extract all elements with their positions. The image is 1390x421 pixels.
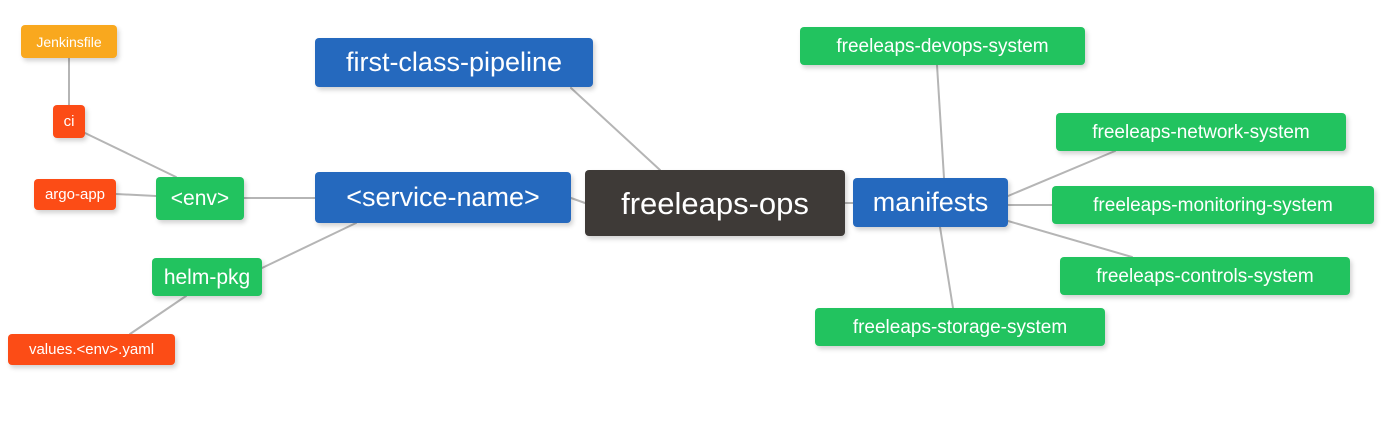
node-values[interactable]: values.<env>.yaml — [8, 334, 175, 365]
node-env-label: <env> — [170, 187, 230, 210]
node-devops-label: freeleaps-devops-system — [836, 35, 1049, 57]
node-root[interactable]: freeleaps-ops — [585, 170, 845, 236]
node-network-label: freeleaps-network-system — [1092, 121, 1310, 143]
node-env[interactable]: <env> — [156, 177, 244, 220]
node-jenkinsfile-label: Jenkinsfile — [36, 33, 102, 50]
edge-env-to-argo — [115, 193, 157, 197]
node-monitoring-label: freeleaps-monitoring-system — [1093, 194, 1333, 216]
edge-manifests-to-devops — [936, 64, 945, 179]
edge-root-to-service — [570, 197, 586, 204]
edge-manifests-to-storage — [939, 226, 954, 309]
edge-manifests-to-controls — [1007, 220, 1133, 258]
node-helm[interactable]: helm-pkg — [152, 258, 262, 296]
node-service-label: <service-name> — [346, 182, 540, 212]
node-helm-label: helm-pkg — [163, 265, 251, 289]
node-storage-label: freeleaps-storage-system — [852, 316, 1068, 338]
node-storage[interactable]: freeleaps-storage-system — [815, 308, 1105, 346]
edge-service-to-helm — [261, 222, 357, 269]
node-values-label: values.<env>.yaml — [28, 341, 155, 358]
node-devops[interactable]: freeleaps-devops-system — [800, 27, 1085, 65]
node-root-label: freeleaps-ops — [621, 185, 809, 221]
node-monitoring[interactable]: freeleaps-monitoring-system — [1052, 186, 1374, 224]
node-controls[interactable]: freeleaps-controls-system — [1060, 257, 1350, 295]
node-manifests[interactable]: manifests — [853, 178, 1008, 227]
node-controls-label: freeleaps-controls-system — [1096, 265, 1314, 287]
node-argo[interactable]: argo-app — [34, 179, 116, 210]
node-manifests-label: manifests — [872, 187, 989, 217]
node-jenkinsfile[interactable]: Jenkinsfile — [21, 25, 117, 58]
node-ci-label: ci — [63, 113, 75, 130]
node-argo-label: argo-app — [44, 186, 106, 203]
edge-root-to-pipeline — [570, 87, 661, 171]
node-pipeline-label: first-class-pipeline — [345, 47, 563, 77]
node-ci[interactable]: ci — [53, 105, 85, 138]
edge-env-to-ci — [84, 132, 177, 178]
node-service[interactable]: <service-name> — [315, 172, 571, 223]
node-pipeline[interactable]: first-class-pipeline — [315, 38, 593, 87]
edge-helm-to-values — [129, 295, 187, 335]
node-network[interactable]: freeleaps-network-system — [1056, 113, 1346, 151]
